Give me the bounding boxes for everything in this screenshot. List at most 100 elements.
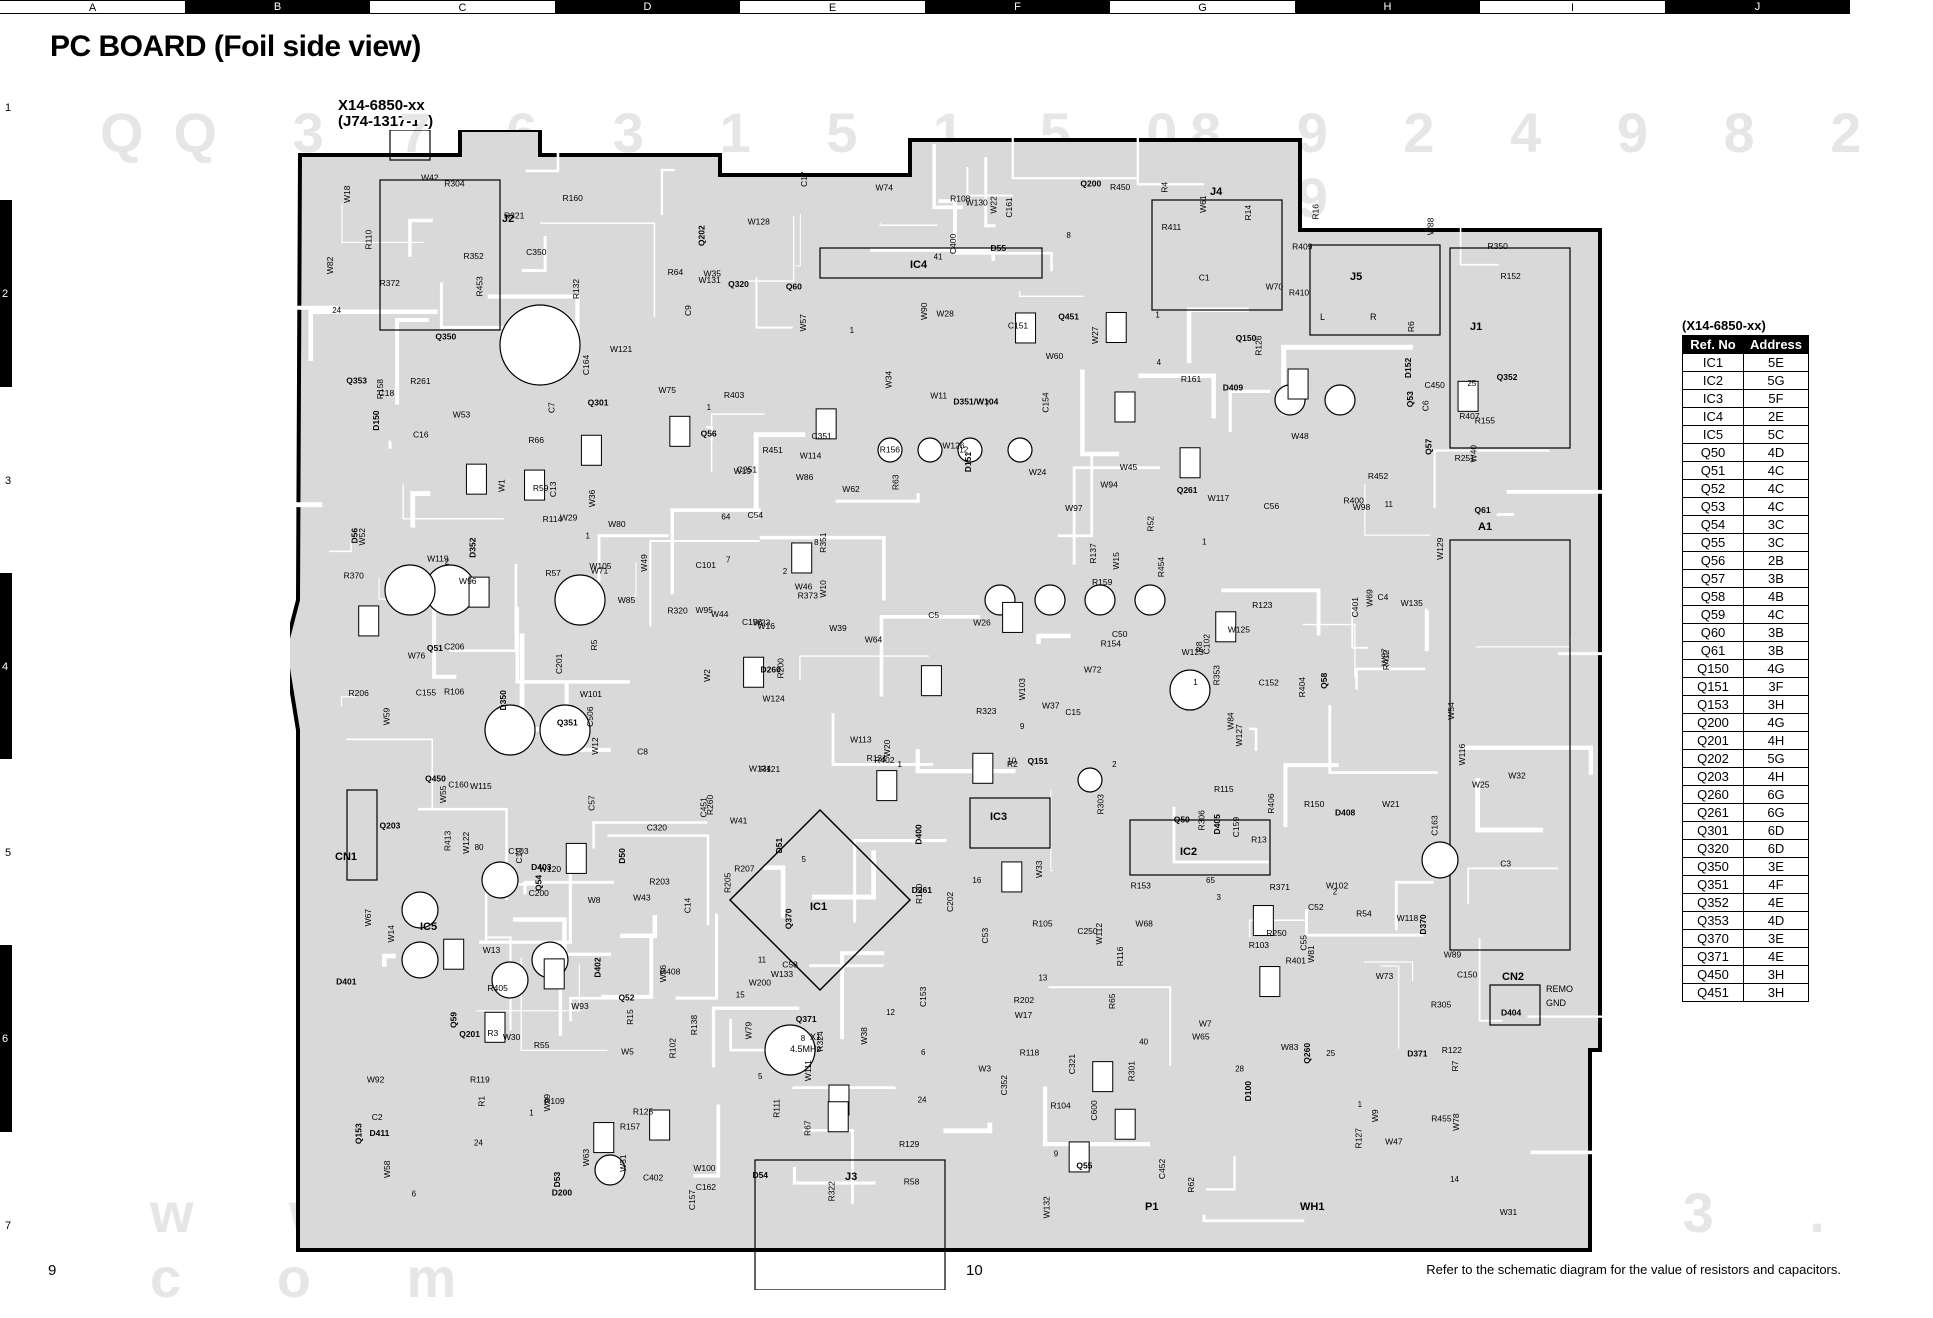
pin-number: 14 — [1450, 1175, 1459, 1184]
ref-no-cell: IC4 — [1682, 407, 1744, 426]
component-label: C57 — [586, 795, 596, 811]
transistor-outline — [543, 958, 565, 990]
transistor-outline — [1215, 611, 1237, 643]
component-label: W37 — [1042, 701, 1060, 711]
address-cell: 4G — [1743, 659, 1809, 678]
pin-number: 4 — [1157, 358, 1162, 367]
ref-no-cell: Q351 — [1682, 875, 1744, 894]
component-label: R400 — [1344, 495, 1365, 505]
transistor-outline — [1105, 311, 1127, 343]
page-number-center: 10 — [966, 1262, 983, 1279]
component-label: C352 — [999, 1075, 1009, 1096]
component-label: W76 — [408, 651, 426, 661]
capacitor-outline — [401, 941, 439, 979]
address-cell: 3H — [1743, 983, 1809, 1002]
component-label: W93 — [571, 1001, 589, 1011]
pin-number: 65 — [1206, 876, 1215, 885]
component-label: Q370 — [783, 908, 793, 929]
remo-label: REMO — [1546, 984, 1573, 994]
crystal-label: X1 — [810, 1032, 821, 1042]
component-label: R67 — [802, 1120, 812, 1136]
component-label: R202 — [1014, 995, 1035, 1005]
component-label: W24 — [1029, 467, 1047, 477]
j5-right-label: R — [1370, 312, 1377, 322]
address-cell: 3C — [1743, 533, 1809, 552]
component-label: W27 — [1090, 326, 1100, 344]
component-label: R150 — [1304, 799, 1325, 809]
component-label: R15 — [625, 1009, 635, 1025]
component-label: R119 — [470, 1075, 490, 1085]
address-cell: 5G — [1743, 749, 1809, 768]
component-label: R250 — [1266, 928, 1287, 938]
pin-number: 1 — [1193, 678, 1198, 687]
pin-number: 2 — [1112, 760, 1117, 769]
transistor-outline — [669, 415, 691, 447]
component-label: W133 — [771, 969, 793, 979]
component-label: W39 — [829, 623, 847, 633]
component-label: R353 — [1212, 665, 1222, 686]
component-label: W125 — [1228, 624, 1250, 634]
component-label: R453 — [474, 276, 484, 297]
address-cell: 6D — [1743, 839, 1809, 858]
component-label: R125 — [633, 1107, 654, 1117]
ic3-outline — [969, 797, 1051, 849]
component-label: C153 — [918, 986, 928, 1007]
pin-number: 3 — [1216, 893, 1221, 902]
column-marker: B — [185, 0, 370, 14]
transistor-outline — [876, 770, 898, 802]
address-cell: 3B — [1743, 641, 1809, 660]
capacitor-outline — [1084, 584, 1116, 616]
component-label: W55 — [438, 785, 448, 803]
ref-no-cell: Q353 — [1682, 911, 1744, 930]
component-label: Q450 — [425, 773, 446, 783]
component-label: R138 — [689, 1015, 699, 1036]
component-label: D409 — [1223, 383, 1244, 393]
component-label: R159 — [1092, 577, 1113, 587]
component-label: W97 — [1065, 503, 1083, 513]
component-label: C600 — [1089, 1100, 1099, 1121]
component-label: W74 — [876, 182, 894, 192]
ref-no-cell: Q450 — [1682, 965, 1744, 984]
capacitor-outline — [957, 437, 983, 463]
component-label: R411 — [1162, 222, 1182, 232]
component-label: D260 — [760, 664, 781, 674]
component-label: W11 — [930, 390, 947, 400]
column-header-ref-no: Ref. No — [1682, 335, 1744, 354]
component-label: D54 — [752, 1170, 768, 1180]
ref-no-cell: Q52 — [1682, 479, 1744, 498]
component-label: D402 — [593, 957, 603, 978]
ref-no-cell: Q451 — [1682, 983, 1744, 1002]
component-label: C6 — [1420, 400, 1430, 411]
component-label: R66 — [528, 435, 544, 445]
component-label: W51 — [618, 1154, 628, 1172]
component-label: R63 — [891, 474, 901, 490]
component-label: R455 — [1431, 1114, 1452, 1124]
component-label: R454 — [1156, 557, 1166, 578]
row-marker-label: 6 — [2, 1033, 9, 1046]
transistor-outline — [649, 1109, 671, 1141]
capacitor-outline — [401, 891, 439, 929]
pin-number: 12 — [886, 1008, 895, 1017]
component-label: R251 — [1455, 453, 1476, 463]
component-label: C451 — [699, 797, 709, 818]
component-label: W48 — [1291, 431, 1309, 441]
ref-no-cell: Q260 — [1682, 785, 1744, 804]
component-label: W118 — [1397, 913, 1419, 923]
address-cell: 4C — [1743, 479, 1809, 498]
component-label: W112 — [1094, 923, 1104, 945]
column-marker: C — [370, 0, 555, 14]
transistor-outline — [1114, 1108, 1136, 1140]
component-label: R102 — [668, 1038, 678, 1059]
address-cell: 4C — [1743, 605, 1809, 624]
component-label: W73 — [1376, 971, 1394, 981]
ic2-outline — [1129, 819, 1271, 876]
cn1-outline — [346, 789, 378, 881]
pin-number: 2 — [1333, 887, 1338, 896]
component-label: R1 — [477, 1096, 487, 1107]
reference-table-caption: (X14-6850-xx) — [1682, 318, 1766, 333]
